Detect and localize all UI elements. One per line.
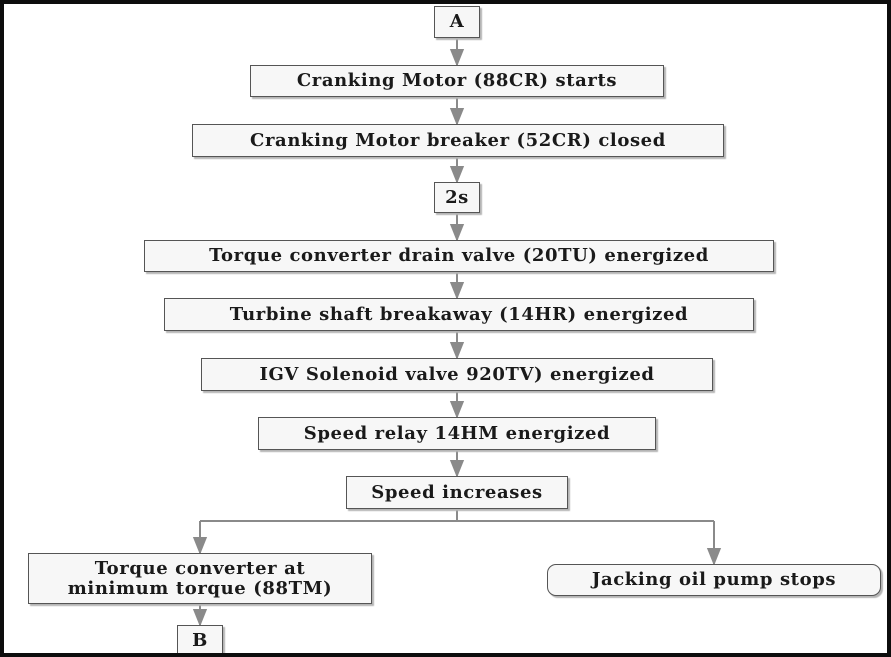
connector-layer [192, 38, 722, 627]
node-shaft-breakaway: Turbine shaft breakaway (14HR) energized [164, 298, 754, 331]
node-a: A [434, 6, 480, 38]
node-drain-valve: Torque converter drain valve (20TU) ener… [144, 240, 774, 272]
node-jacking-pump: Jacking oil pump stops [547, 564, 881, 596]
node-torque-minimum-line2: minimum torque (88TM) [67, 577, 333, 599]
node-igv-solenoid: IGV Solenoid valve 920TV) energized [201, 358, 713, 391]
node-torque-minimum-line1: Torque converter at [94, 557, 306, 579]
node-speed-increases: Speed increases [346, 476, 568, 509]
node-delay-2s: 2s [434, 182, 480, 213]
node-b: B [177, 625, 223, 653]
node-speed-relay: Speed relay 14HM energized [258, 417, 656, 450]
branch-line [200, 509, 714, 522]
node-torque-minimum: Torque converter at minimum torque (88TM… [28, 553, 372, 604]
node-cranking-motor: Cranking Motor (88CR) starts [250, 65, 664, 97]
node-cranking-breaker: Cranking Motor breaker (52CR) closed [192, 124, 724, 157]
